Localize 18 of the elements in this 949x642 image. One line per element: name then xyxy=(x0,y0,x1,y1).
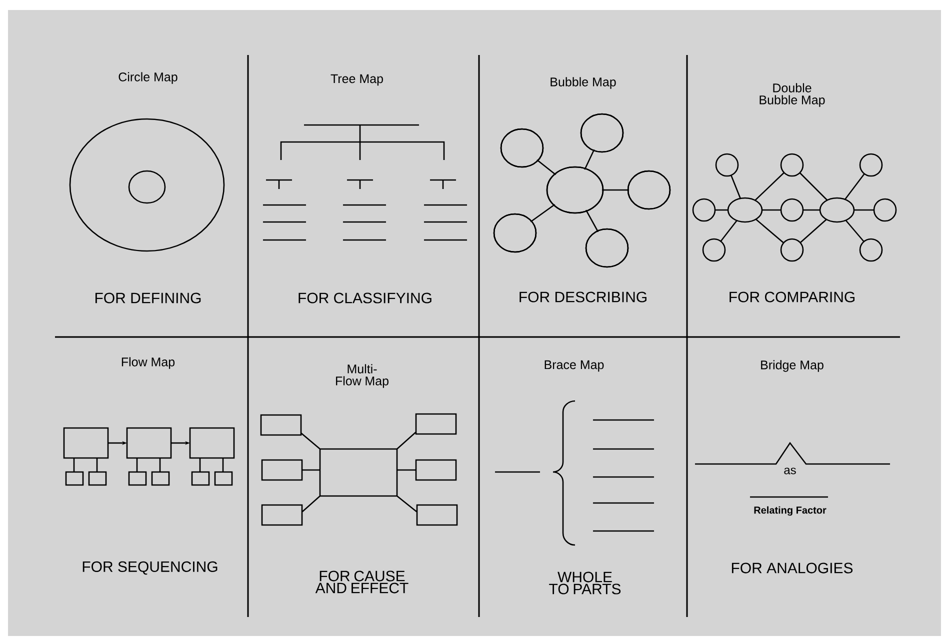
purpose-text: FOR CLASSIFYING xyxy=(298,292,432,304)
purpose-text: FOR DEFINING xyxy=(95,292,201,304)
map-title: Bridge Map xyxy=(761,360,824,372)
purpose-text: WHOLE TO PARTS xyxy=(549,572,621,594)
map-title: Circle Map xyxy=(118,72,178,84)
purpose-text: FOR SEQUENCING xyxy=(82,561,218,575)
map-title: Brace Map xyxy=(544,360,604,372)
purpose-text: FOR DESCRIBING xyxy=(520,292,646,302)
bridge-word: as xyxy=(784,468,796,474)
purpose-text: FOR ANALOGIES xyxy=(732,562,853,574)
purpose-text: FOR COMPARING xyxy=(730,292,854,302)
map-title: Bubble Map xyxy=(550,77,616,89)
map-title: Flow Map xyxy=(122,357,175,369)
purpose-text: FOR CAUSE AND EFFECT xyxy=(315,570,408,594)
relating-factor-label: Relating Factor xyxy=(754,506,826,516)
map-title: Double Bubble Map xyxy=(760,83,825,107)
map-title: Tree Map xyxy=(330,74,383,86)
map-title: Multi-Flow Map xyxy=(336,364,388,388)
